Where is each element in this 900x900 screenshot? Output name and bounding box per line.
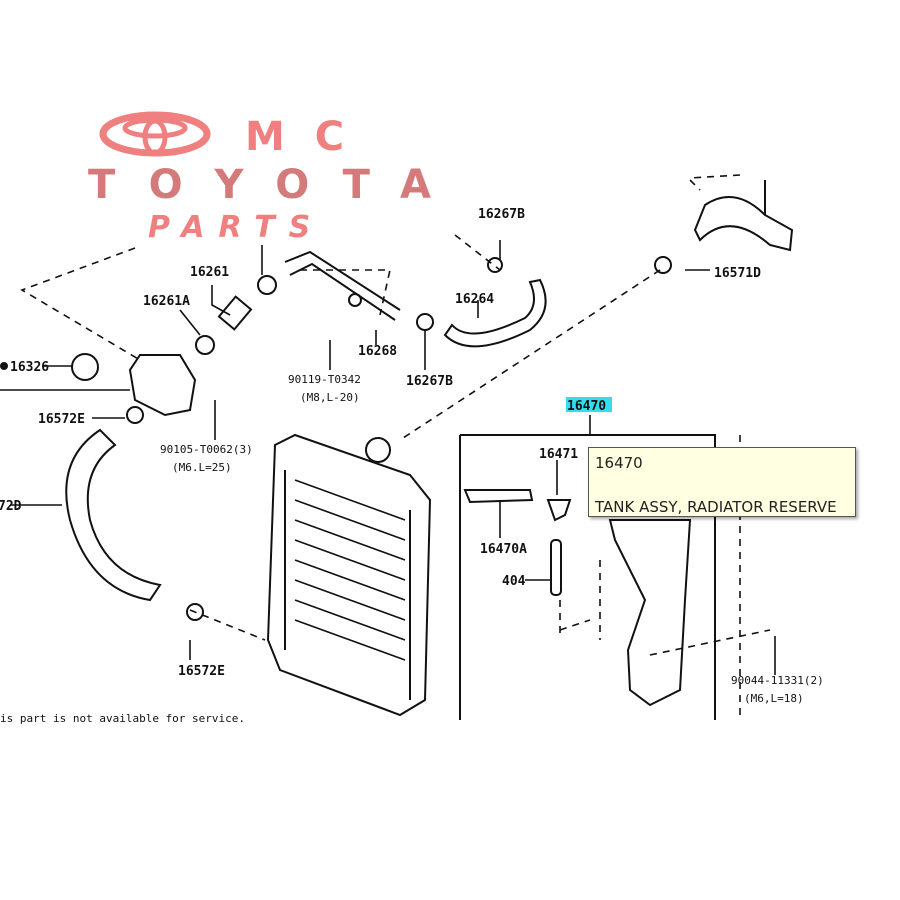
bullet-icon <box>0 362 8 370</box>
omc-toyota-logo: MC TOYOTA PARTS <box>88 111 443 245</box>
label-16261[interactable]: 16261 <box>190 265 229 280</box>
part-labels: 16261 16261A 16326 16572E 90105-T0062(3)… <box>0 207 824 725</box>
logo-mc: MC <box>245 114 374 160</box>
label-16267b-top[interactable]: 16267B <box>478 207 525 222</box>
label-16326[interactable]: 16326 <box>10 360 49 375</box>
label-16572e-bottom[interactable]: 16572E <box>178 664 225 679</box>
label-16268[interactable]: 16268 <box>358 344 397 359</box>
guide-lines <box>20 174 771 720</box>
tooltip-description: TANK ASSY, RADIATOR RESERVE <box>595 498 837 516</box>
bypass-pipe <box>284 250 503 331</box>
label-404[interactable]: 404 <box>502 574 526 589</box>
label-16471[interactable]: 16471 <box>539 447 578 462</box>
label-16261a[interactable]: 16261A <box>143 294 190 309</box>
label-90119[interactable]: 90119-T0342 <box>288 373 361 386</box>
leader-lines <box>0 240 776 675</box>
label-16572e-top[interactable]: 16572E <box>38 412 85 427</box>
tooltip-part-number: 16470 <box>595 454 643 472</box>
thermostat-housing <box>71 275 277 424</box>
hose-lower-left <box>65 428 204 621</box>
label-90105-spec: (M6.L=25) <box>172 461 232 474</box>
reserve-tank-group <box>459 415 716 720</box>
hose-16264 <box>443 278 547 348</box>
radiator <box>266 433 432 717</box>
label-16264[interactable]: 16264 <box>455 292 494 307</box>
label-16470-highlight <box>566 397 612 412</box>
footnote: is part is not available for service. <box>0 712 245 725</box>
label-90105[interactable]: 90105-T0062(3) <box>160 443 253 456</box>
logo-parts: PARTS <box>148 210 324 245</box>
label-90044-spec: (M6,L=18) <box>744 692 804 705</box>
label-90119-spec: (M8,L-20) <box>300 391 360 404</box>
hose-upper-right <box>654 180 794 274</box>
label-16571d[interactable]: 16571D <box>714 266 761 281</box>
label-16470[interactable]: 16470 <box>567 399 606 414</box>
label-72d[interactable]: 72D <box>0 499 22 514</box>
label-16470a[interactable]: 16470A <box>480 542 527 557</box>
label-90044[interactable]: 90044-11331(2) <box>731 674 824 687</box>
label-16267b-low[interactable]: 16267B <box>406 374 453 389</box>
logo-toyota: TOYOTA <box>88 162 443 208</box>
part-tooltip: 16470 TANK ASSY, RADIATOR RESERVE <box>588 447 856 517</box>
